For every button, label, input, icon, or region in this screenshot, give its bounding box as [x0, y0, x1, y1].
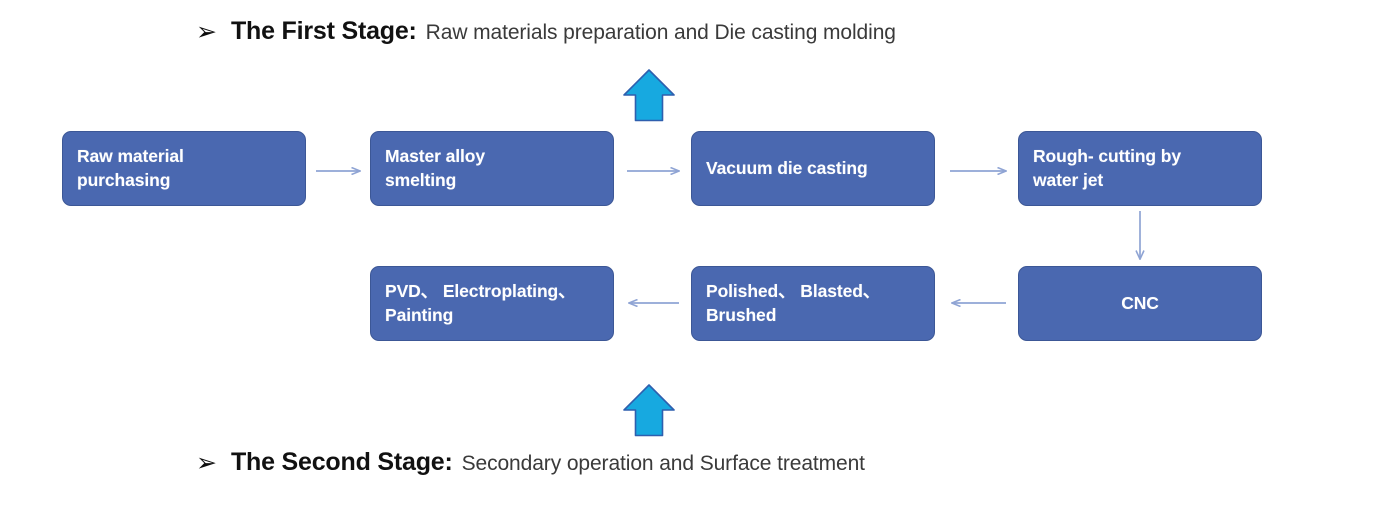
flow-box-polished-blasted-brushed[interactable]: Polished、 Blasted、 Brushed — [691, 266, 935, 341]
cyan-arrow-second-stage-icon — [623, 384, 675, 437]
flow-box-label: Master alloy smelting — [385, 146, 485, 190]
second-stage-description: Secondary operation and Surface treatmen… — [461, 452, 865, 475]
bullet-arrow-icon: ➢ — [196, 449, 217, 477]
flow-box-vacuum-die-casting[interactable]: Vacuum die casting — [691, 131, 935, 206]
first-stage-title: The First Stage: — [230, 17, 417, 45]
first-stage-heading: ➢ The First Stage: Raw materials prepara… — [196, 17, 896, 46]
flow-box-label: Raw material purchasing — [77, 146, 184, 190]
flow-box-label: Rough- cutting by water jet — [1033, 146, 1181, 190]
bullet-arrow-icon: ➢ — [196, 18, 217, 46]
flow-box-cnc[interactable]: CNC — [1018, 266, 1262, 341]
second-stage-title: The Second Stage: — [230, 448, 453, 476]
flow-box-label: Vacuum die casting — [706, 157, 868, 178]
flow-box-label: PVD、 Electroplating、 Painting — [385, 281, 576, 325]
flow-box-raw-material-purchasing[interactable]: Raw material purchasing — [62, 131, 306, 206]
flow-box-master-alloy-smelting[interactable]: Master alloy smelting — [370, 131, 614, 206]
flow-box-rough-cutting-by-water-jet[interactable]: Rough- cutting by water jet — [1018, 131, 1262, 206]
flow-box-label: CNC — [1121, 292, 1159, 313]
second-stage-heading: ➢ The Second Stage: Secondary operation … — [196, 448, 865, 477]
flow-box-pvd-electroplating-painting[interactable]: PVD、 Electroplating、 Painting — [370, 266, 614, 341]
first-stage-description: Raw materials preparation and Die castin… — [425, 21, 896, 44]
flow-box-label: Polished、 Blasted、 Brushed — [706, 281, 881, 325]
cyan-arrow-first-stage-icon — [623, 69, 675, 122]
